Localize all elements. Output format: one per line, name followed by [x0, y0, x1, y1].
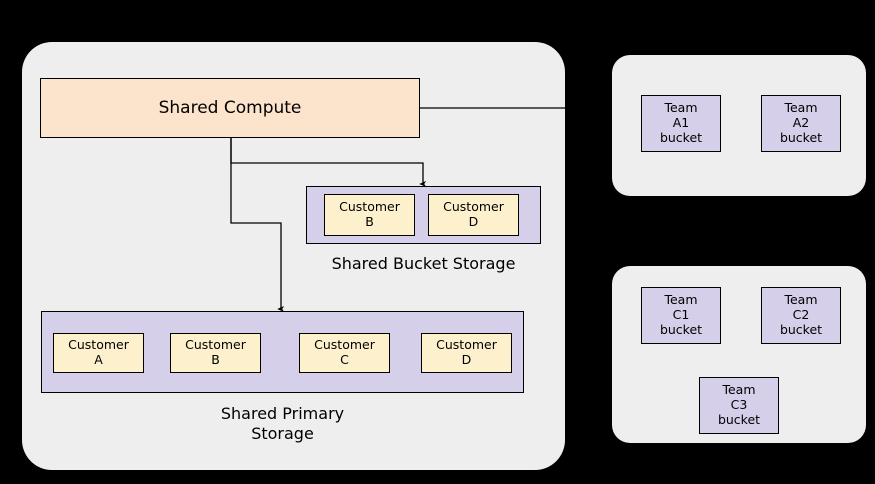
team-a1-bucket-label: Team A1 bucket: [659, 100, 703, 145]
bucket-customer-d-label: Customer D: [443, 199, 504, 229]
team-c3-bucket-label: Team C3 bucket: [717, 382, 761, 427]
primary-customer-d-label: Customer D: [436, 337, 497, 367]
primary-customer-c-box[interactable]: Customer C: [299, 333, 390, 373]
team-c2-bucket-label: Team C2 bucket: [779, 292, 823, 337]
shared-compute-label: Shared Compute: [158, 97, 302, 118]
team-c2-bucket-box[interactable]: Team C2 bucket: [761, 287, 841, 344]
primary-customer-c-label: Customer C: [314, 337, 375, 367]
bucket-customer-b-box[interactable]: Customer B: [324, 194, 415, 236]
bucket-customer-d-box[interactable]: Customer D: [428, 194, 519, 236]
team-c3-bucket-box[interactable]: Team C3 bucket: [699, 377, 779, 434]
team-a2-bucket-box[interactable]: Team A2 bucket: [761, 95, 841, 152]
team-c1-bucket-label: Team C1 bucket: [659, 292, 703, 337]
shared-primary-storage-caption: Shared Primary Storage: [220, 404, 345, 443]
shared-bucket-storage-caption: Shared Bucket Storage: [331, 254, 516, 273]
bucket-customer-b-label: Customer B: [339, 199, 400, 229]
primary-customer-b-label: Customer B: [185, 337, 246, 367]
team-c1-bucket-box[interactable]: Team C1 bucket: [641, 287, 721, 344]
primary-customer-d-box[interactable]: Customer D: [421, 333, 512, 373]
team-a2-bucket-label: Team A2 bucket: [779, 100, 823, 145]
primary-customer-a-label: Customer A: [68, 337, 129, 367]
team-a1-bucket-box[interactable]: Team A1 bucket: [641, 95, 721, 152]
shared-compute-box[interactable]: Shared Compute: [40, 78, 420, 138]
primary-customer-b-box[interactable]: Customer B: [170, 333, 261, 373]
primary-customer-a-box[interactable]: Customer A: [53, 333, 144, 373]
